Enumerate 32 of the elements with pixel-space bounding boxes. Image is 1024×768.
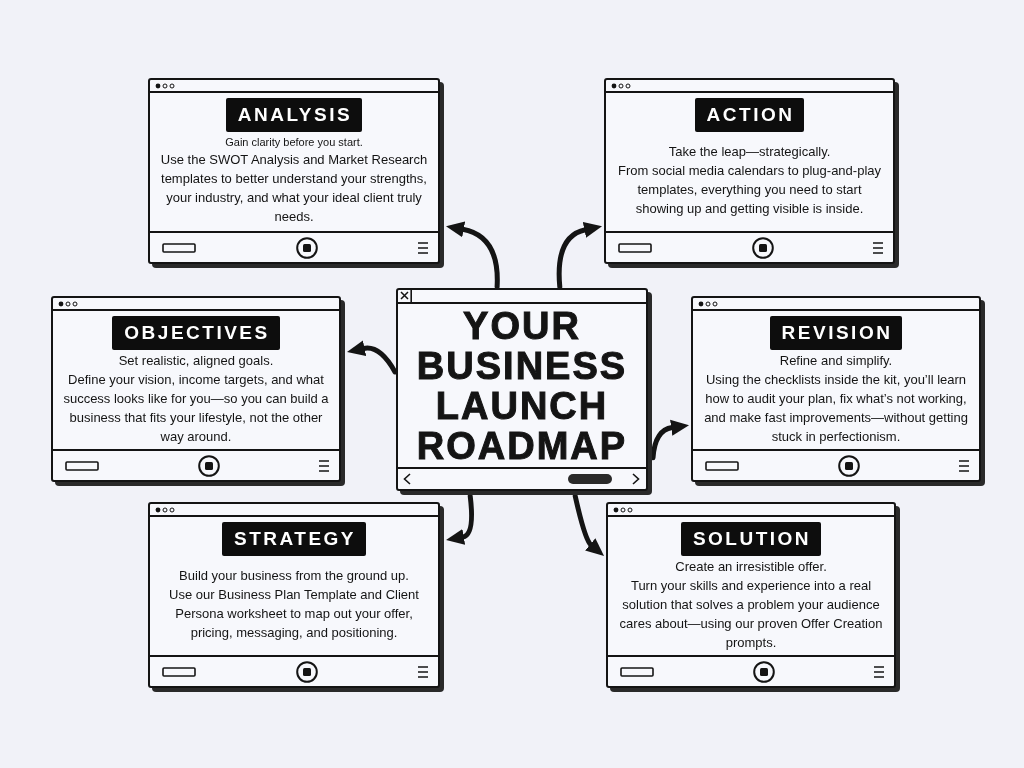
section-heading: STRATEGY bbox=[221, 522, 366, 556]
description: Use the SWOT Analysis and Market Research templates to better understand your strengths, your industry, and what your ideal client truly needs. bbox=[159, 150, 429, 226]
window-card bbox=[606, 502, 900, 692]
tagline: Gain clarity before you start. bbox=[225, 134, 363, 150]
description: Use our Business Plan Template and Client Persona worksheet to map out your offer, pricing, messaging, and positioning. bbox=[168, 586, 420, 642]
arrow bbox=[446, 221, 500, 290]
arrow bbox=[556, 222, 602, 290]
description: Using the checklists inside the kit, you’ll learn how to audit your plan, fix what’s not working, and make fast improvements—without getting stuck in perfectionism. bbox=[703, 370, 969, 446]
tagline: Build your business from the ground up. bbox=[179, 567, 409, 585]
arrow bbox=[650, 419, 689, 461]
tagline: Refine and simplify. bbox=[779, 351, 893, 370]
tagline: Create an irresistible offer. bbox=[675, 557, 827, 576]
section-heading: REVISION bbox=[769, 316, 903, 350]
section-heading: ANALYSIS bbox=[225, 98, 363, 132]
window-card bbox=[691, 296, 985, 486]
window-card bbox=[604, 78, 899, 268]
section-heading: ACTION bbox=[694, 98, 805, 132]
arrow bbox=[446, 493, 475, 545]
section-heading: OBJECTIVES bbox=[112, 316, 280, 350]
section-heading: SOLUTION bbox=[680, 522, 822, 556]
central-window bbox=[396, 288, 652, 495]
window-card bbox=[148, 502, 444, 692]
tagline: Take the leap—strategically. bbox=[668, 143, 831, 161]
arrow bbox=[572, 493, 603, 558]
window-card bbox=[148, 78, 444, 268]
description: Turn your skills and experience into a real solution that solves a problem your audience cares about—using our proven Offer Creation prompts. bbox=[618, 576, 884, 652]
arrow bbox=[346, 340, 398, 375]
tagline: Set realistic, aligned goals. bbox=[118, 351, 274, 370]
window-card bbox=[51, 296, 345, 486]
description: From social media calendars to plug-and-play templates, everything you need to start showing up and getting visible is inside. bbox=[617, 162, 882, 218]
main-title: YOUR BUSINESS LAUNCH ROADMAP bbox=[415, 305, 629, 466]
description: Define your vision, income targets, and what success looks like for you—so you can build a business that fits your lifestyle, not the other way around. bbox=[62, 370, 330, 446]
